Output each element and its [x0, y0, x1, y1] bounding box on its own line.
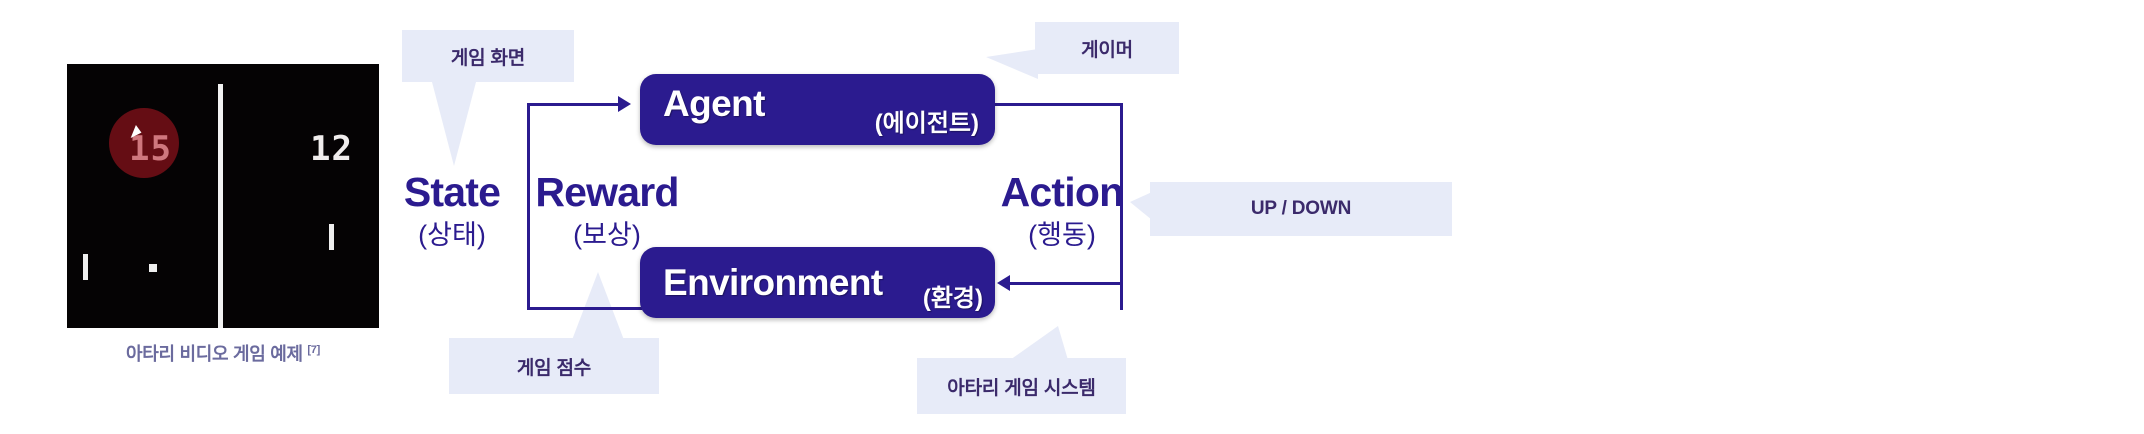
node-agent: Agent (에이전트) [640, 74, 995, 145]
loop-line-right-vertical [1120, 103, 1123, 310]
atari-paddle-left [83, 254, 88, 280]
callout-up-down: UP / DOWN [1150, 182, 1452, 236]
loop-label-reward-ko: (보상) [573, 220, 641, 250]
atari-center-divider [218, 84, 223, 328]
node-environment: Environment (환경) [640, 247, 995, 318]
loop-label-reward: Reward (보상) [527, 172, 687, 249]
loop-line-bottom-left [527, 307, 642, 310]
loop-line-left-vertical [527, 103, 530, 310]
arrow-head-into-agent [618, 96, 631, 112]
loop-line-top-right [993, 103, 1123, 106]
loop-label-state: State (상태) [388, 172, 516, 249]
loop-line-bottom-right [1010, 282, 1123, 285]
loop-label-action-en: Action [1000, 169, 1125, 215]
loop-label-action: Action (행동) [990, 172, 1134, 249]
arrow-head-into-environment [997, 275, 1010, 291]
callout-tail-gamer [986, 49, 1038, 79]
atari-score-right: 12 [310, 129, 353, 169]
callout-game-score: 게임 점수 [449, 338, 659, 394]
callout-tail-game-score [572, 272, 624, 340]
node-agent-label-ko: (에이전트) [874, 110, 979, 137]
loop-label-action-ko: (행동) [1028, 220, 1096, 250]
callout-atari-game-system: 아타리 게임 시스템 [917, 358, 1126, 414]
atari-game-screen: 15 12 [67, 64, 379, 328]
atari-caption: 아타리 비디오 게임 예제 [7] [67, 340, 379, 366]
loop-line-top-left [527, 103, 620, 106]
atari-caption-reference: [7] [307, 344, 320, 356]
atari-paddle-right [329, 224, 334, 250]
callout-tail-atari-system [1010, 326, 1068, 360]
atari-ball [149, 264, 157, 272]
loop-label-state-ko: (상태) [418, 220, 486, 250]
callout-tail-up-down [1130, 192, 1152, 220]
loop-label-state-en: State [403, 169, 501, 215]
callout-gamer: 게이머 [1035, 22, 1179, 74]
atari-caption-text: 아타리 비디오 게임 예제 [126, 344, 303, 364]
loop-label-reward-en: Reward [535, 169, 679, 215]
click-highlight-halo [109, 108, 179, 178]
callout-game-screen: 게임 화면 [402, 30, 574, 82]
node-environment-label-en: Environment [663, 262, 883, 303]
node-environment-label-ko: (환경) [922, 285, 983, 312]
node-agent-label-en: Agent [663, 83, 765, 124]
callout-tail-game-screen [432, 82, 476, 166]
